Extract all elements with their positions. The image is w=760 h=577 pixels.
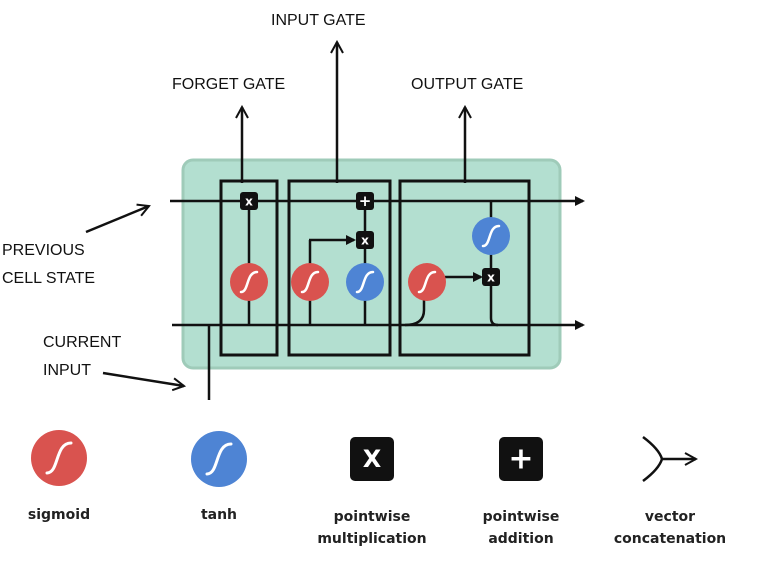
svg-text:+: + bbox=[359, 192, 372, 210]
lstm-cell bbox=[181, 158, 562, 370]
output-sigmoid-icon bbox=[408, 263, 446, 301]
legend-addition-label-2: addition bbox=[488, 531, 554, 547]
output-mult-down bbox=[489, 277, 499, 327]
current-input-label-2: INPUT bbox=[43, 362, 91, 379]
svg-text:X: X bbox=[363, 445, 382, 473]
output-sig-wire bbox=[404, 295, 426, 327]
legend-multiplication-label-2: multiplication bbox=[317, 531, 427, 547]
previous-cell-state-label-2: CELL STATE bbox=[2, 270, 96, 287]
input-gate-box bbox=[287, 179, 392, 357]
current-input-pointer bbox=[102, 371, 184, 386]
legend-sigmoid-icon bbox=[31, 430, 87, 486]
forget-multiply-op: x bbox=[240, 192, 258, 210]
output-multiply-op: x bbox=[482, 268, 500, 286]
current-input-label-1: CURRENT bbox=[43, 334, 122, 351]
svg-text:x: x bbox=[361, 234, 369, 248]
legend-concatenation-icon bbox=[642, 436, 696, 482]
output-tanh-icon bbox=[472, 217, 510, 255]
svg-text:x: x bbox=[487, 271, 495, 285]
legend-concatenation-label-2: concatenation bbox=[613, 531, 727, 547]
legend-tanh-icon bbox=[191, 431, 247, 487]
previous-cell-state-pointer bbox=[85, 206, 149, 234]
legend-multiplication-label-1: pointwise bbox=[333, 509, 411, 525]
legend-add-icon: + bbox=[499, 437, 543, 481]
legend-addition-label-1: pointwise bbox=[482, 509, 560, 525]
previous-cell-state-label-1: PREVIOUS bbox=[2, 242, 85, 259]
forget-gate-box bbox=[219, 179, 279, 357]
legend-concatenation-label-1: vector bbox=[644, 509, 696, 525]
input-add-op: + bbox=[356, 192, 374, 210]
input-gate-label: INPUT GATE bbox=[271, 12, 366, 29]
svg-text:x: x bbox=[245, 195, 253, 209]
input-tanh-icon bbox=[346, 263, 384, 301]
forget-gate-label: FORGET GATE bbox=[172, 76, 286, 93]
legend-sigmoid-label: sigmoid bbox=[27, 507, 91, 523]
legend-multiply-icon: X bbox=[350, 437, 394, 481]
legend-tanh-label: tanh bbox=[200, 507, 238, 523]
input-multiply-op: x bbox=[356, 231, 374, 249]
output-gate-label: OUTPUT GATE bbox=[411, 76, 524, 93]
svg-text:+: + bbox=[508, 442, 533, 477]
input-sigmoid-icon bbox=[291, 263, 329, 301]
forget-sigmoid-icon bbox=[230, 263, 268, 301]
